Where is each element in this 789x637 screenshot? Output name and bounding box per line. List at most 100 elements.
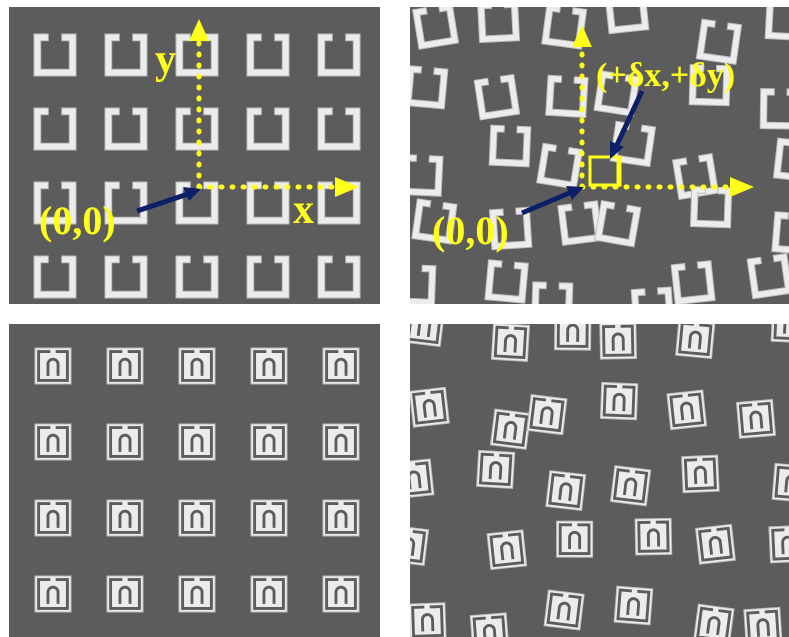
spiral-resonator [743, 606, 783, 637]
spiral-resonator [410, 324, 446, 348]
split-ring-resonator [175, 255, 219, 299]
split-ring-resonator [473, 73, 521, 121]
split-ring-resonator [593, 70, 641, 117]
spiral-resonator [599, 381, 639, 421]
axes-overlay [521, 25, 754, 216]
y-axis-arrowhead [189, 19, 209, 41]
panel-periodic-spiral-resonator [9, 324, 380, 637]
panel-random-split-ring: (+δx,+δy) (0,0) [410, 7, 789, 304]
split-ring-resonator [746, 252, 789, 300]
split-ring-resonator [541, 7, 588, 50]
axes-overlay [136, 19, 359, 214]
spiral-resonator [489, 408, 532, 450]
spiral-resonator [735, 398, 777, 439]
spiral-resonator [545, 470, 587, 512]
periodic-split-ring-array [33, 33, 361, 299]
spiral-resonator [486, 529, 528, 571]
split-ring-resonator [484, 259, 529, 304]
spiral-resonator [178, 499, 216, 537]
spiral-resonator [469, 612, 510, 637]
split-ring-resonator [630, 286, 675, 304]
split-ring-resonator [104, 33, 148, 77]
spiral-resonator [106, 423, 144, 461]
periodic-spiral-array [34, 347, 360, 613]
split-ring-resonator [410, 153, 444, 197]
split-ring-resonator [594, 199, 642, 248]
spiral-resonator [34, 347, 72, 385]
displacement-box [588, 155, 622, 187]
split-ring-resonator [33, 255, 77, 299]
offset-arrow-head [610, 141, 624, 159]
split-ring-resonator [604, 7, 650, 35]
random-spiral-array [410, 324, 789, 637]
spiral-resonator [106, 347, 144, 385]
spiral-resonator [526, 394, 568, 436]
spiral-resonator [609, 465, 652, 507]
spiral-resonator [322, 575, 360, 613]
split-ring-resonator [695, 18, 743, 65]
y-axis-arrowhead [572, 25, 592, 47]
split-ring-resonator [104, 181, 148, 225]
split-ring-resonator [477, 7, 521, 44]
spiral-resonator [178, 347, 216, 385]
split-ring-resonator [410, 263, 437, 304]
spiral-resonator [178, 423, 216, 461]
split-ring-resonator [689, 186, 733, 229]
split-ring-resonator [33, 181, 77, 225]
split-ring-resonator [764, 7, 789, 42]
spiral-resonator [613, 585, 654, 626]
split-ring-resonator [317, 255, 361, 299]
split-ring-resonator [488, 124, 532, 168]
spiral-resonator [34, 575, 72, 613]
spiral-resonator [476, 449, 516, 489]
random-split-ring-array [410, 7, 789, 304]
spiral-resonator [250, 499, 288, 537]
split-ring-resonator [317, 107, 361, 151]
split-ring-resonator [531, 281, 574, 304]
split-ring-resonator [688, 64, 731, 107]
panel-random-spiral-resonator [410, 324, 789, 637]
split-ring-resonator [104, 107, 148, 151]
spiral-resonator [410, 386, 450, 428]
spiral-resonator [410, 458, 435, 500]
origin-label: (0,0) [39, 198, 116, 243]
spiral-resonator [695, 523, 736, 565]
spiral-resonator [681, 454, 720, 494]
x-axis-arrowhead [335, 177, 359, 197]
x-axis-arrowhead [730, 177, 754, 197]
spiral-resonator [554, 324, 592, 351]
spiral-resonator [770, 324, 789, 344]
split-ring-resonator [246, 107, 290, 151]
split-ring-resonator [411, 198, 458, 245]
spiral-resonator [322, 423, 360, 461]
split-ring-resonator [246, 255, 290, 299]
split-ring-resonator [412, 7, 460, 50]
spiral-resonator [178, 575, 216, 613]
spiral-resonator [490, 324, 531, 362]
spiral-resonator [599, 324, 638, 360]
spiral-resonator [34, 423, 72, 461]
split-ring-resonator [175, 181, 219, 225]
split-ring-resonator [772, 137, 789, 183]
spiral-resonator [34, 499, 72, 537]
origin-arrow-head [183, 187, 201, 201]
split-ring-resonator [536, 142, 584, 190]
spiral-resonator [250, 423, 288, 461]
spiral-resonator [634, 517, 673, 556]
split-ring-resonator [33, 33, 77, 77]
origin-arrow-head [566, 186, 584, 200]
spiral-resonator [543, 589, 585, 631]
spiral-resonator [410, 602, 447, 637]
split-ring-resonator [759, 88, 789, 130]
spiral-resonator [410, 524, 430, 567]
split-ring-resonator [545, 74, 589, 119]
spiral-resonator [666, 389, 708, 431]
split-ring-resonator [609, 120, 657, 168]
spiral-resonator [106, 499, 144, 537]
y-axis-label: y [155, 37, 176, 83]
spiral-resonator [771, 462, 789, 503]
panel-periodic-split-ring: y x (0,0) [9, 7, 380, 304]
split-ring-resonator [175, 107, 219, 151]
spiral-resonator [322, 499, 360, 537]
spiral-resonator [768, 524, 789, 564]
